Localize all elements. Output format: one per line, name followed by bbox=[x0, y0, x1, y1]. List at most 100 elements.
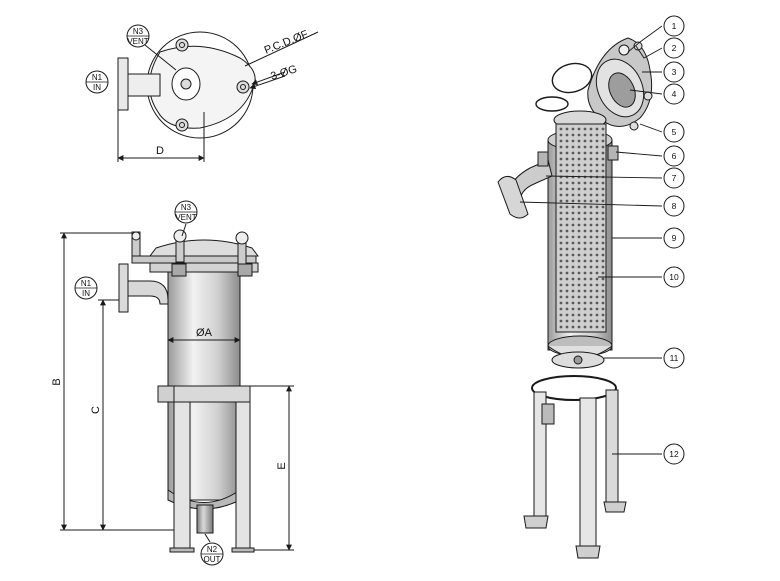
pcd-leader bbox=[244, 31, 319, 67]
tag-n3-top-sub: VENT bbox=[127, 37, 148, 46]
leader-4 bbox=[629, 89, 663, 95]
leader-6 bbox=[615, 151, 663, 157]
callout-1-label: 1 bbox=[672, 21, 677, 31]
bolt-leader bbox=[251, 71, 286, 85]
callout-10: 10 bbox=[663, 266, 685, 288]
leader-n3-top bbox=[144, 44, 177, 71]
callout-5-label: 5 bbox=[672, 127, 677, 137]
callout-8: 8 bbox=[663, 195, 685, 217]
dim-e-label: E bbox=[276, 462, 288, 469]
bolt-label: 3-ØG bbox=[269, 63, 298, 83]
part-cover-inner bbox=[608, 72, 636, 108]
leader-5 bbox=[639, 123, 663, 133]
leg-left-upper bbox=[157, 385, 175, 403]
callout-10-label: 10 bbox=[669, 272, 679, 282]
callout-11: 11 bbox=[663, 347, 685, 369]
pcd-label: P.C.D.ØF bbox=[263, 28, 311, 57]
leg-left bbox=[173, 385, 191, 551]
tag-n2-front-sub: OUT bbox=[204, 555, 221, 564]
callout-7: 7 bbox=[663, 167, 685, 189]
callout-2: 2 bbox=[663, 37, 685, 59]
front-clamp-right bbox=[237, 263, 253, 277]
callout-2-label: 2 bbox=[672, 43, 677, 53]
dim-b-label: B bbox=[51, 378, 63, 385]
leader-1 bbox=[627, 25, 663, 53]
leader-n2-front bbox=[204, 533, 211, 543]
eyebolt-top-2 bbox=[236, 80, 250, 94]
part-stand-ring bbox=[531, 375, 617, 401]
callout-5: 5 bbox=[663, 121, 685, 143]
callout-12: 12 bbox=[663, 443, 685, 465]
part-eyebolt-1 bbox=[633, 41, 643, 51]
dim-a-label: ØA bbox=[196, 327, 213, 339]
tag-n2-front: N2 OUT bbox=[200, 542, 224, 566]
cover-plate bbox=[149, 45, 256, 129]
inlet-flange-top bbox=[117, 57, 129, 111]
dim-d-label: D bbox=[156, 145, 164, 157]
inlet-flange-front bbox=[118, 263, 129, 313]
callout-11-label: 11 bbox=[670, 353, 679, 363]
tag-n2-front-label: N2 bbox=[207, 545, 218, 554]
leg-right bbox=[235, 385, 251, 551]
part-inlet-flange bbox=[497, 176, 529, 219]
bolt-leader-2 bbox=[249, 75, 286, 90]
part-stand-foot-3 bbox=[603, 501, 627, 513]
front-clamp-left bbox=[171, 263, 187, 277]
part-eyebolt-2 bbox=[643, 91, 653, 101]
callout-3-label: 3 bbox=[672, 67, 677, 77]
callout-leaders bbox=[519, 25, 663, 455]
leg-ring bbox=[173, 385, 251, 403]
foot-right bbox=[231, 547, 255, 553]
part-basket bbox=[555, 123, 607, 333]
callout-1: 1 bbox=[663, 15, 685, 37]
part-stand-leg-3 bbox=[605, 389, 619, 511]
lid-flange bbox=[131, 255, 257, 264]
leader-2 bbox=[635, 45, 663, 59]
exploded-view bbox=[497, 37, 653, 559]
vent-port-top bbox=[180, 78, 192, 90]
foot-left bbox=[169, 547, 195, 553]
callout-6: 6 bbox=[663, 145, 685, 167]
tag-n1-top-label: N1 bbox=[92, 73, 103, 82]
callout-7-label: 7 bbox=[672, 173, 677, 183]
tag-n1-front-sub: IN bbox=[82, 289, 90, 298]
callout-9-label: 9 bbox=[672, 233, 677, 243]
inlet-elbow bbox=[127, 280, 169, 305]
callout-6-label: 6 bbox=[672, 151, 677, 161]
body-flange bbox=[149, 262, 259, 273]
front-eyebolt-left bbox=[131, 231, 141, 257]
outlet-pipe bbox=[196, 504, 214, 534]
callout-3: 3 bbox=[663, 61, 685, 83]
front-view bbox=[60, 223, 294, 553]
leader-7 bbox=[545, 175, 663, 179]
part-gasket-large bbox=[551, 62, 593, 94]
callout-4-label: 4 bbox=[672, 89, 677, 99]
leader-n3-front bbox=[181, 223, 187, 237]
tag-n1-front-label: N1 bbox=[81, 279, 92, 288]
part-stand-foot-1 bbox=[523, 515, 549, 529]
part-clamp-left bbox=[537, 151, 549, 167]
tag-n1-front: N1 IN bbox=[74, 276, 98, 300]
front-eyebolt-right bbox=[235, 231, 249, 265]
part-stand-leg-2 bbox=[579, 397, 597, 559]
leader-8 bbox=[519, 201, 663, 207]
part-bottom-plate-hole bbox=[573, 355, 583, 365]
tag-n3-front: N3 VENT bbox=[174, 200, 198, 224]
part-stand-foot-2 bbox=[575, 545, 601, 559]
tag-n3-top: N3 VENT bbox=[126, 24, 150, 48]
tag-n1-top-sub: IN bbox=[93, 83, 101, 92]
callout-12-label: 12 bbox=[669, 449, 679, 459]
tag-n3-front-label: N3 bbox=[181, 203, 192, 212]
eyebolt-top-3 bbox=[175, 118, 189, 132]
part-clamp-right bbox=[607, 145, 619, 161]
eyebolt-top-1 bbox=[175, 38, 189, 52]
part-eyebolt-3 bbox=[629, 121, 639, 131]
callout-8-label: 8 bbox=[672, 201, 677, 211]
top-view bbox=[117, 31, 319, 162]
callout-9: 9 bbox=[663, 227, 685, 249]
part-gasket-small bbox=[535, 96, 569, 112]
part-cover-vent bbox=[618, 44, 630, 56]
tag-n3-front-sub: VENT bbox=[175, 213, 196, 222]
dim-c-label: C bbox=[90, 406, 102, 414]
